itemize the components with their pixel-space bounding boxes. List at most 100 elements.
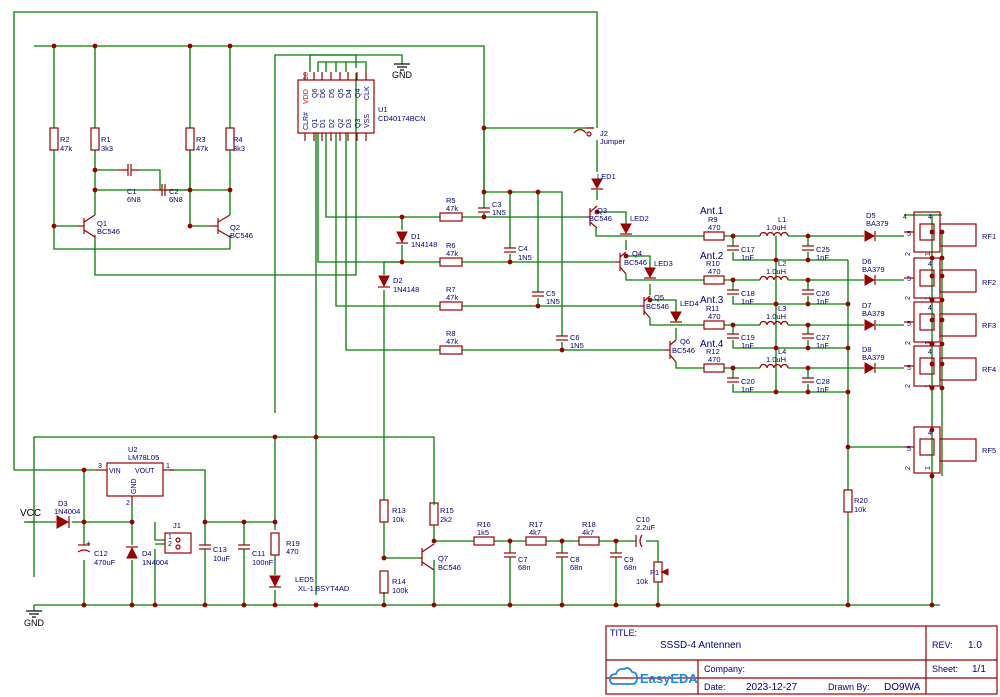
easyeda-logo: EasyEDA xyxy=(609,667,698,686)
cap-c12-electrolytic xyxy=(77,544,91,553)
ic-u1: VDD 16 Q6 D6 D5 Q5 D4 Q4 CLK CLR# Q1 D1 … xyxy=(297,72,426,141)
gnd-label-top: GND xyxy=(392,70,413,80)
rf1-pin4: 4 xyxy=(903,214,907,221)
transistor-q3 xyxy=(586,205,598,229)
r15-ref: R15 xyxy=(440,506,454,515)
r12-val: 470 xyxy=(708,355,721,364)
r5-val: 47k xyxy=(446,204,458,213)
led-5 xyxy=(269,575,281,588)
jumper-j2: J2 Jumper xyxy=(573,127,626,146)
c4-val: 1N5 xyxy=(518,253,532,262)
r16-val: 1k5 xyxy=(477,528,489,537)
inductor-l2 xyxy=(759,275,789,281)
regulator-u2: VIN VOUT GND 3 1 2 U2 LM78L05 xyxy=(96,445,174,507)
transistors: Q1 BC546 Q2 BC546 Q3 BC546 Q4 BC546 Q5 B… xyxy=(78,205,695,572)
resistor-r11 xyxy=(703,320,725,330)
inductor-l1 xyxy=(759,231,789,237)
u2-ref: U2 xyxy=(128,445,138,454)
c28-val: 1nF xyxy=(816,385,829,394)
resistor-r3 xyxy=(185,127,195,151)
rf4-pin4: 4 xyxy=(928,349,932,356)
d5-ref: D5 xyxy=(866,211,876,220)
l2-ref: L2 xyxy=(778,259,786,268)
u1-top-pins xyxy=(304,72,367,141)
c8-val: 68n xyxy=(570,563,583,572)
net-labels: Ant.1 Ant.2 Ant.3 Ant.4 xyxy=(700,206,724,350)
u1-pin-vss: VSS xyxy=(364,114,371,128)
cap-c18 xyxy=(727,289,739,295)
rf4-ref: RF4 xyxy=(982,365,996,374)
c12-val: 470uF xyxy=(94,558,116,567)
gnd-label-left: GND xyxy=(24,618,45,628)
q1-val: BC546 xyxy=(97,227,120,236)
u1-pin-clr: CLR# xyxy=(303,112,310,130)
cap-c2 xyxy=(152,184,174,196)
c3-val: 1N5 xyxy=(492,208,506,217)
date-value: 2023-12-27 xyxy=(746,682,798,693)
capacitors: C1 6N8 C2 6N8 C3 1N5 C4 1N5 C5 1N5 C6 1N… xyxy=(77,164,830,572)
rf3-ref: RF3 xyxy=(982,321,996,330)
r2-ref: R2 xyxy=(60,135,70,144)
u1-part: CD40174BCN xyxy=(378,114,426,123)
l1-ref: L1 xyxy=(778,215,786,224)
u2-pin2: 2 xyxy=(126,500,130,507)
rf3-pin4: 4 xyxy=(928,305,932,312)
transistor-q2 xyxy=(210,214,231,238)
c19-val: 1nF xyxy=(741,341,754,350)
c26-val: 1nF xyxy=(816,297,829,306)
rf2-connector: 4 5 2 1 RF2 xyxy=(904,257,996,300)
title-label: TITLE: xyxy=(610,628,637,638)
rf3-connector: 4 5 2 1 RF3 xyxy=(904,301,996,345)
cap-c7 xyxy=(504,552,516,558)
d1-ref: D1 xyxy=(411,232,421,241)
l3-ref: L3 xyxy=(778,304,786,313)
resistor-r10 xyxy=(703,275,725,285)
resistor-r5 xyxy=(439,212,463,222)
rf3-pin1: 1 xyxy=(925,341,932,345)
led2-ref: LED2 xyxy=(630,214,649,223)
r20-ref: R20 xyxy=(854,496,868,505)
rf1-pin1: 1 xyxy=(925,252,932,256)
rf5-pin1: 1 xyxy=(925,466,932,470)
sheet-label: Sheet: xyxy=(932,664,958,674)
d7-val: BA379 xyxy=(862,309,885,318)
q3-ref: Q3 xyxy=(597,206,607,215)
q7-val: BC546 xyxy=(438,563,461,572)
cap-c13 xyxy=(199,544,211,550)
c1-ref: C1 xyxy=(127,187,137,196)
c4-ref: C4 xyxy=(518,244,528,253)
resistor-r1 xyxy=(90,127,100,151)
c10-ref: C10 xyxy=(636,515,650,524)
u2-vout: VOUT xyxy=(135,468,155,475)
vcc-label: VCC xyxy=(20,508,41,519)
cap-c11 xyxy=(238,544,250,550)
l4-val: 1.0uH xyxy=(766,355,786,364)
c25-val: 1nF xyxy=(816,253,829,262)
rf4-pin2: 2 xyxy=(905,384,912,388)
c13-ref: C13 xyxy=(213,545,227,554)
d7-ref: D7 xyxy=(862,301,872,310)
diode-d6 xyxy=(864,274,876,286)
gnd-symbol-top: GND xyxy=(392,63,413,80)
transistor-q4 xyxy=(616,251,627,275)
rf2-pin4: 4 xyxy=(928,261,932,268)
cap-c1 xyxy=(118,164,140,176)
q6-val: BC546 xyxy=(672,346,695,355)
rf2-pin2: 2 xyxy=(905,296,912,300)
r12-ref: R12 xyxy=(706,347,720,356)
rf1-pin4b: 4 xyxy=(928,214,932,221)
transistor-q1 xyxy=(78,214,96,238)
resistor-r9 xyxy=(703,231,725,241)
d3-ref: D3 xyxy=(58,499,68,508)
u1-pin-d2: D2 xyxy=(329,119,336,128)
p1-ref: P1 xyxy=(650,568,659,577)
date-label: Date: xyxy=(704,682,726,692)
c9-ref: C9 xyxy=(624,555,634,564)
j1-pin2: 2 xyxy=(168,541,172,548)
resistors-horizontal: R5 47k R6 47k R7 47k R8 47k R9 470 R10 4… xyxy=(439,196,725,546)
r11-val: 470 xyxy=(708,312,721,321)
header-j1: J1 1 2 xyxy=(164,521,192,554)
c25-ref: C25 xyxy=(816,245,830,254)
c13-val: 10uF xyxy=(213,554,231,563)
d8-val: BA379 xyxy=(862,353,885,362)
